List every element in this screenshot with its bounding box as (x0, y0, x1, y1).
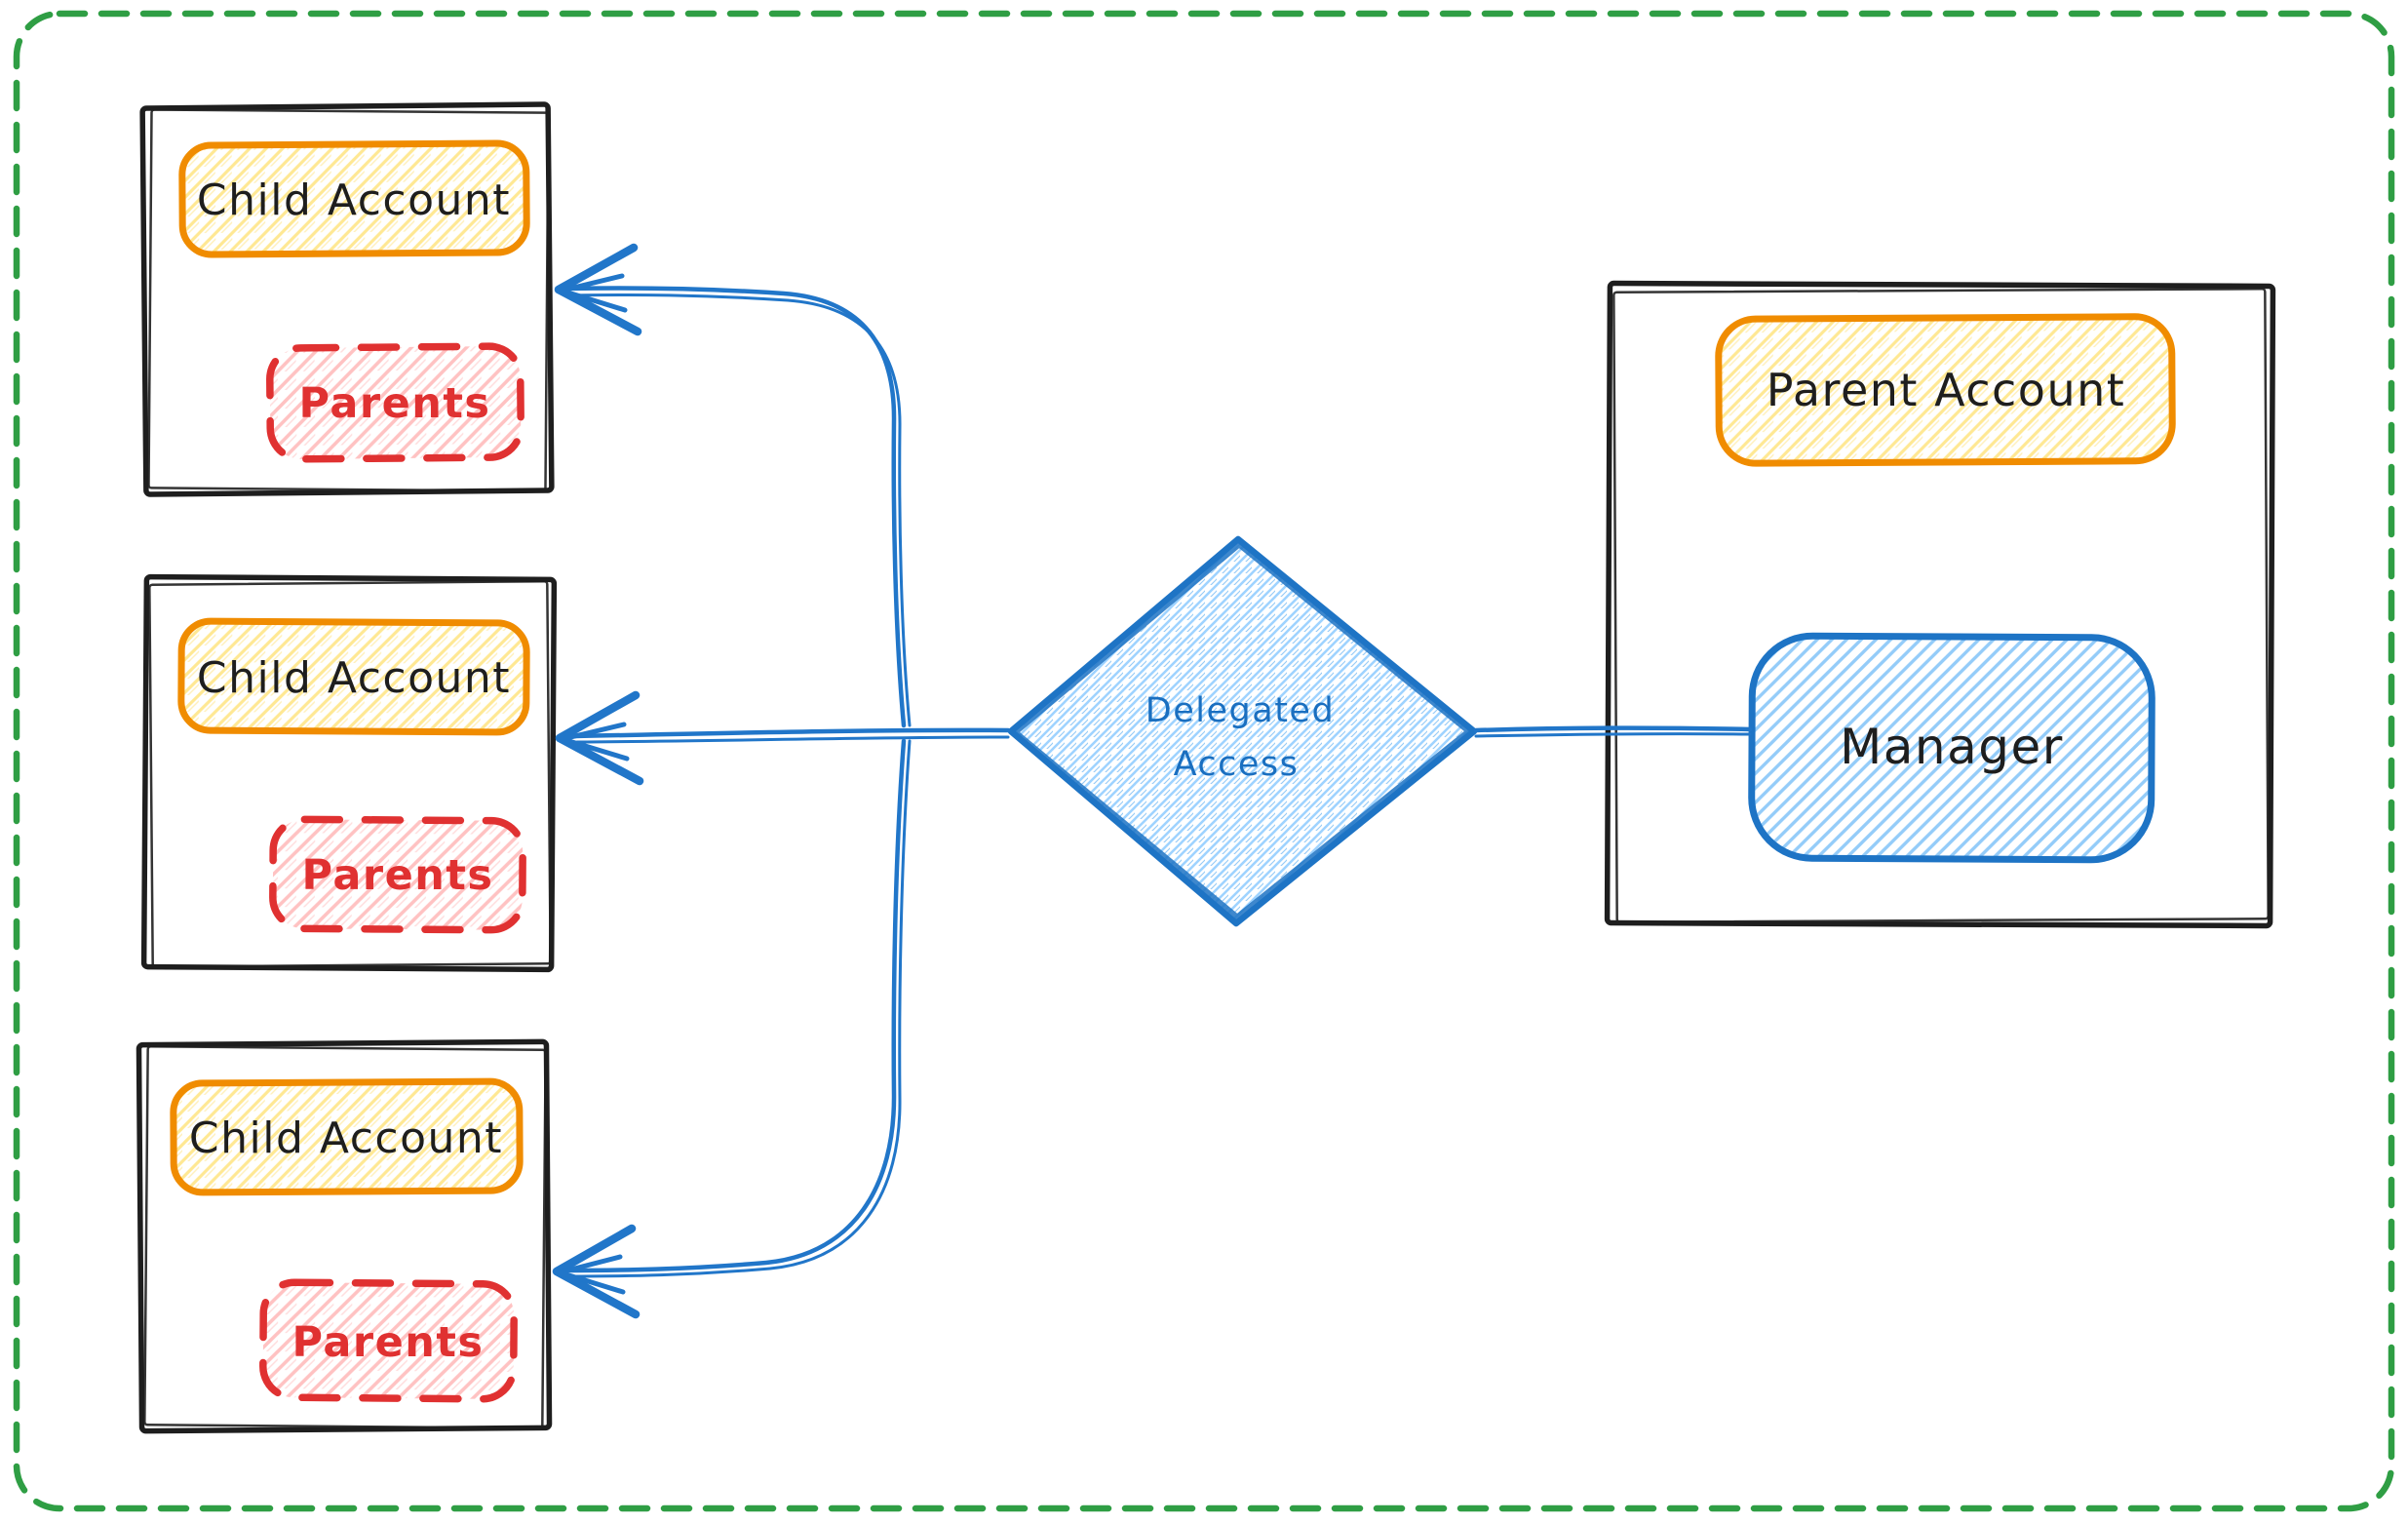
parents-box-3: Parents (259, 1278, 518, 1403)
manager-box: Manager (1748, 632, 2156, 864)
child-account-title-label-2: Child Account (197, 653, 511, 703)
child-account-title-2: Child Account (177, 617, 530, 736)
edge-diamond-to-child-3 (552, 738, 912, 1319)
child-account-node-1: Child Account Parents (139, 101, 555, 497)
child-account-node-2: Child Account Parents (140, 573, 558, 973)
delegated-access-label-line2: Access (1174, 745, 1300, 784)
edge-diamond-to-child-1 (554, 243, 912, 728)
child-account-title-1: Child Account (178, 139, 530, 258)
parent-account-title-label: Parent Account (1767, 364, 2126, 416)
child-account-title-label-3: Child Account (189, 1114, 503, 1163)
parents-label-2: Parents (301, 851, 493, 900)
parents-label-3: Parents (291, 1318, 484, 1367)
parents-box-2: Parents (269, 815, 526, 934)
parents-box-1: Parents (266, 342, 524, 463)
manager-label: Manager (1840, 719, 2064, 775)
parents-label-1: Parents (298, 379, 490, 428)
child-account-title-3: Child Account (170, 1077, 524, 1196)
arrowhead-child-2 (555, 690, 644, 786)
child-account-node-3: Child Account Parents (136, 1038, 553, 1434)
parent-account-title: Parent Account (1715, 313, 2176, 467)
edge-manager-to-diamond (1473, 725, 1753, 738)
arrowhead-child-1 (554, 243, 642, 336)
edge-diamond-to-child-2 (555, 690, 1011, 786)
child-account-title-label-1: Child Account (197, 176, 511, 225)
delegated-access-diamond: Delegated Access (1007, 535, 1478, 927)
arrowhead-child-3 (552, 1224, 641, 1319)
parent-account-node: Parent Account Manager (1604, 280, 2276, 929)
canvas-dashed-border (13, 10, 2395, 1512)
delegated-access-label-line1: Delegated (1146, 691, 1335, 730)
